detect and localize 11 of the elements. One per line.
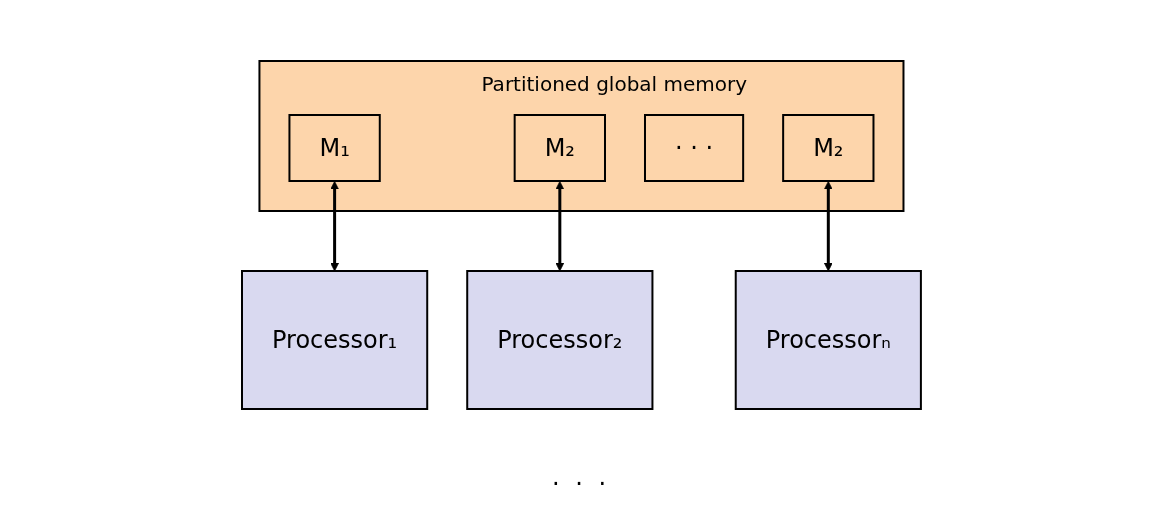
node-box: M₁: [288, 114, 381, 182]
node-box: Processor₁: [240, 270, 428, 410]
ellipsis-text: · · ·: [551, 470, 611, 498]
arrow: [823, 181, 833, 272]
arrow: [329, 181, 339, 272]
node-box: M₂: [513, 114, 606, 182]
node-box: Processor₂: [465, 270, 653, 410]
arrow: [554, 181, 564, 272]
node-box: · · ·: [643, 114, 744, 182]
node-box: Processorₙ: [734, 270, 922, 410]
node-box: M₂: [781, 114, 874, 182]
